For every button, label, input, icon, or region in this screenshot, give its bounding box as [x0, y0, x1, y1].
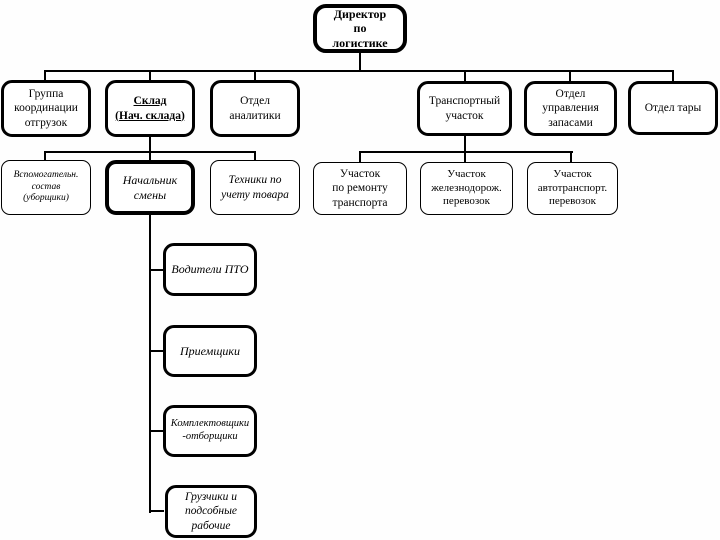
connector-drop-analytics	[254, 71, 256, 80]
connector-director-stem	[359, 52, 361, 71]
node-director-of-logistics: Директор по логистике	[313, 4, 407, 53]
node-warehouse: Склад (Нач. склада)	[105, 80, 195, 137]
node-railway-transport-section: Участок железнодорож. перевозок	[420, 162, 513, 215]
connector-drop-auxiliary	[44, 152, 46, 160]
node-shift-supervisor: Начальник смены	[105, 160, 195, 215]
node-pickers-selectors: Комплектовщики -отборщики	[163, 405, 257, 457]
connector-stub-pickers	[149, 430, 164, 432]
node-transport-section: Транспортный участок	[417, 81, 512, 136]
connector-transport-stem	[464, 135, 466, 152]
node-goods-accounting-technicians: Техники по учету товара	[210, 160, 300, 215]
connector-warehouse-stem	[149, 136, 151, 152]
connector-drop-technicians	[254, 152, 256, 160]
connector-stub-loaders	[149, 510, 164, 512]
connector-drop-inventory	[569, 71, 571, 81]
node-receivers: Приемщики	[163, 325, 257, 377]
connector-drop-tare	[672, 71, 674, 81]
connector-level2-bus	[44, 70, 674, 72]
connector-drop-group	[44, 71, 46, 80]
connector-drop-warehouse	[149, 71, 151, 80]
node-shipping-coordination-group: Группа координации отгрузок	[1, 80, 91, 137]
node-analytics-department: Отдел аналитики	[210, 80, 300, 137]
connector-drop-transport	[464, 71, 466, 81]
connector-drop-motor	[570, 152, 572, 162]
connector-drop-shift	[149, 152, 151, 160]
node-loaders-and-helpers: Грузчики и подсобные рабочие	[165, 485, 257, 538]
node-pto-drivers: Водители ПТО	[163, 243, 257, 296]
connector-drop-railway	[464, 152, 466, 162]
connector-drop-repair	[359, 152, 361, 162]
node-inventory-management: Отдел управления запасами	[524, 81, 617, 136]
node-transport-repair-section: Участок по ремонту транспорта	[313, 162, 407, 215]
connector-stub-receivers	[149, 350, 164, 352]
connector-transport-bus	[359, 151, 573, 153]
connector-stub-drivers	[149, 269, 164, 271]
node-motor-transport-section: Участок автотранспорт. перевозок	[527, 162, 618, 215]
node-container-department: Отдел тары	[628, 81, 718, 135]
node-auxiliary-staff: Вспомогательн. состав (уборщики)	[1, 160, 91, 215]
connector-shift-trunk	[149, 214, 151, 513]
